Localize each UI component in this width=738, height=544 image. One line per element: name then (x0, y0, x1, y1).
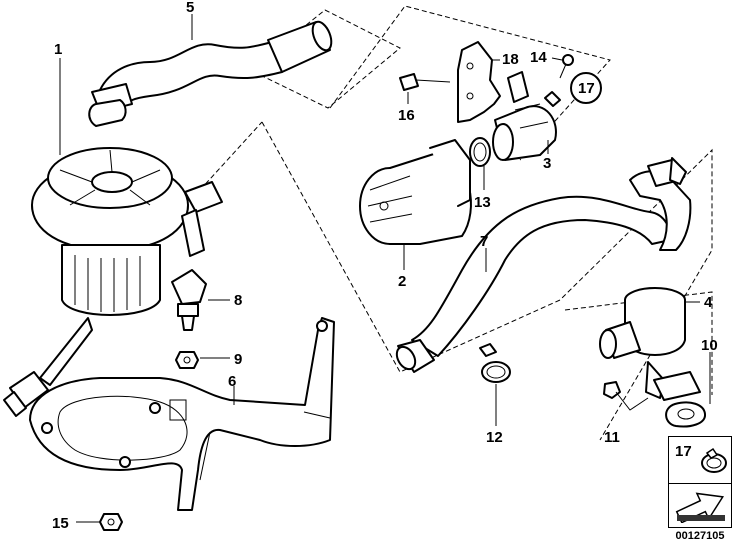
callout-2[interactable]: 2 (398, 273, 406, 290)
nut-9[interactable] (175, 351, 199, 369)
nut-11[interactable] (603, 381, 621, 399)
hose-clamp-icon (701, 447, 727, 473)
callout-10[interactable]: 10 (701, 337, 718, 354)
assembly-outline-pump-bracket (261, 121, 713, 441)
legend-box: 17 (668, 436, 732, 528)
mounting-plate[interactable] (457, 41, 501, 123)
callout-14[interactable]: 14 (530, 49, 547, 66)
electric-motor[interactable] (359, 139, 472, 245)
callout-12[interactable]: 12 (486, 429, 503, 446)
switching-valve[interactable] (492, 71, 561, 161)
intake-hose[interactable] (88, 19, 335, 127)
callout-8[interactable]: 8 (234, 292, 242, 309)
assembly-outline-valve (329, 5, 611, 161)
leader-11 (615, 391, 649, 411)
callout-13[interactable]: 13 (474, 194, 491, 211)
assembly-outline-check-valve (564, 291, 713, 395)
callout-3[interactable]: 3 (543, 155, 551, 172)
callout-18[interactable]: 18 (502, 51, 519, 68)
secondary-air-pump[interactable] (3, 147, 223, 417)
callout-15[interactable]: 15 (52, 515, 69, 532)
screw-16[interactable] (399, 73, 451, 91)
gasket[interactable] (665, 401, 706, 428)
connector-plug[interactable] (171, 269, 207, 331)
screw-14[interactable] (559, 54, 574, 79)
callout-circle-17[interactable] (570, 72, 602, 104)
callout-9[interactable]: 9 (234, 351, 242, 368)
arrow-icon (675, 492, 725, 523)
callout-6[interactable]: 6 (228, 373, 236, 390)
leader-14 (551, 57, 563, 61)
callout-17[interactable]: 17 (578, 80, 595, 97)
callout-16[interactable]: 16 (398, 107, 415, 124)
hose-clamp-12[interactable] (479, 343, 511, 383)
nut-15[interactable] (99, 513, 123, 531)
pump-bracket[interactable] (29, 317, 335, 511)
document-number: 00127105 (675, 530, 725, 542)
callout-1[interactable]: 1 (54, 41, 62, 58)
callout-5[interactable]: 5 (186, 0, 194, 16)
callout-4[interactable]: 4 (704, 294, 713, 311)
legend-divider (669, 483, 731, 484)
o-ring[interactable] (469, 137, 491, 167)
assembly-outline-pump-link (199, 121, 263, 191)
air-hose[interactable] (393, 157, 692, 373)
callout-11[interactable]: 11 (604, 429, 620, 446)
legend-callout-17[interactable]: 17 (675, 443, 692, 460)
check-valve[interactable] (599, 287, 701, 401)
callout-7[interactable]: 7 (480, 233, 488, 250)
